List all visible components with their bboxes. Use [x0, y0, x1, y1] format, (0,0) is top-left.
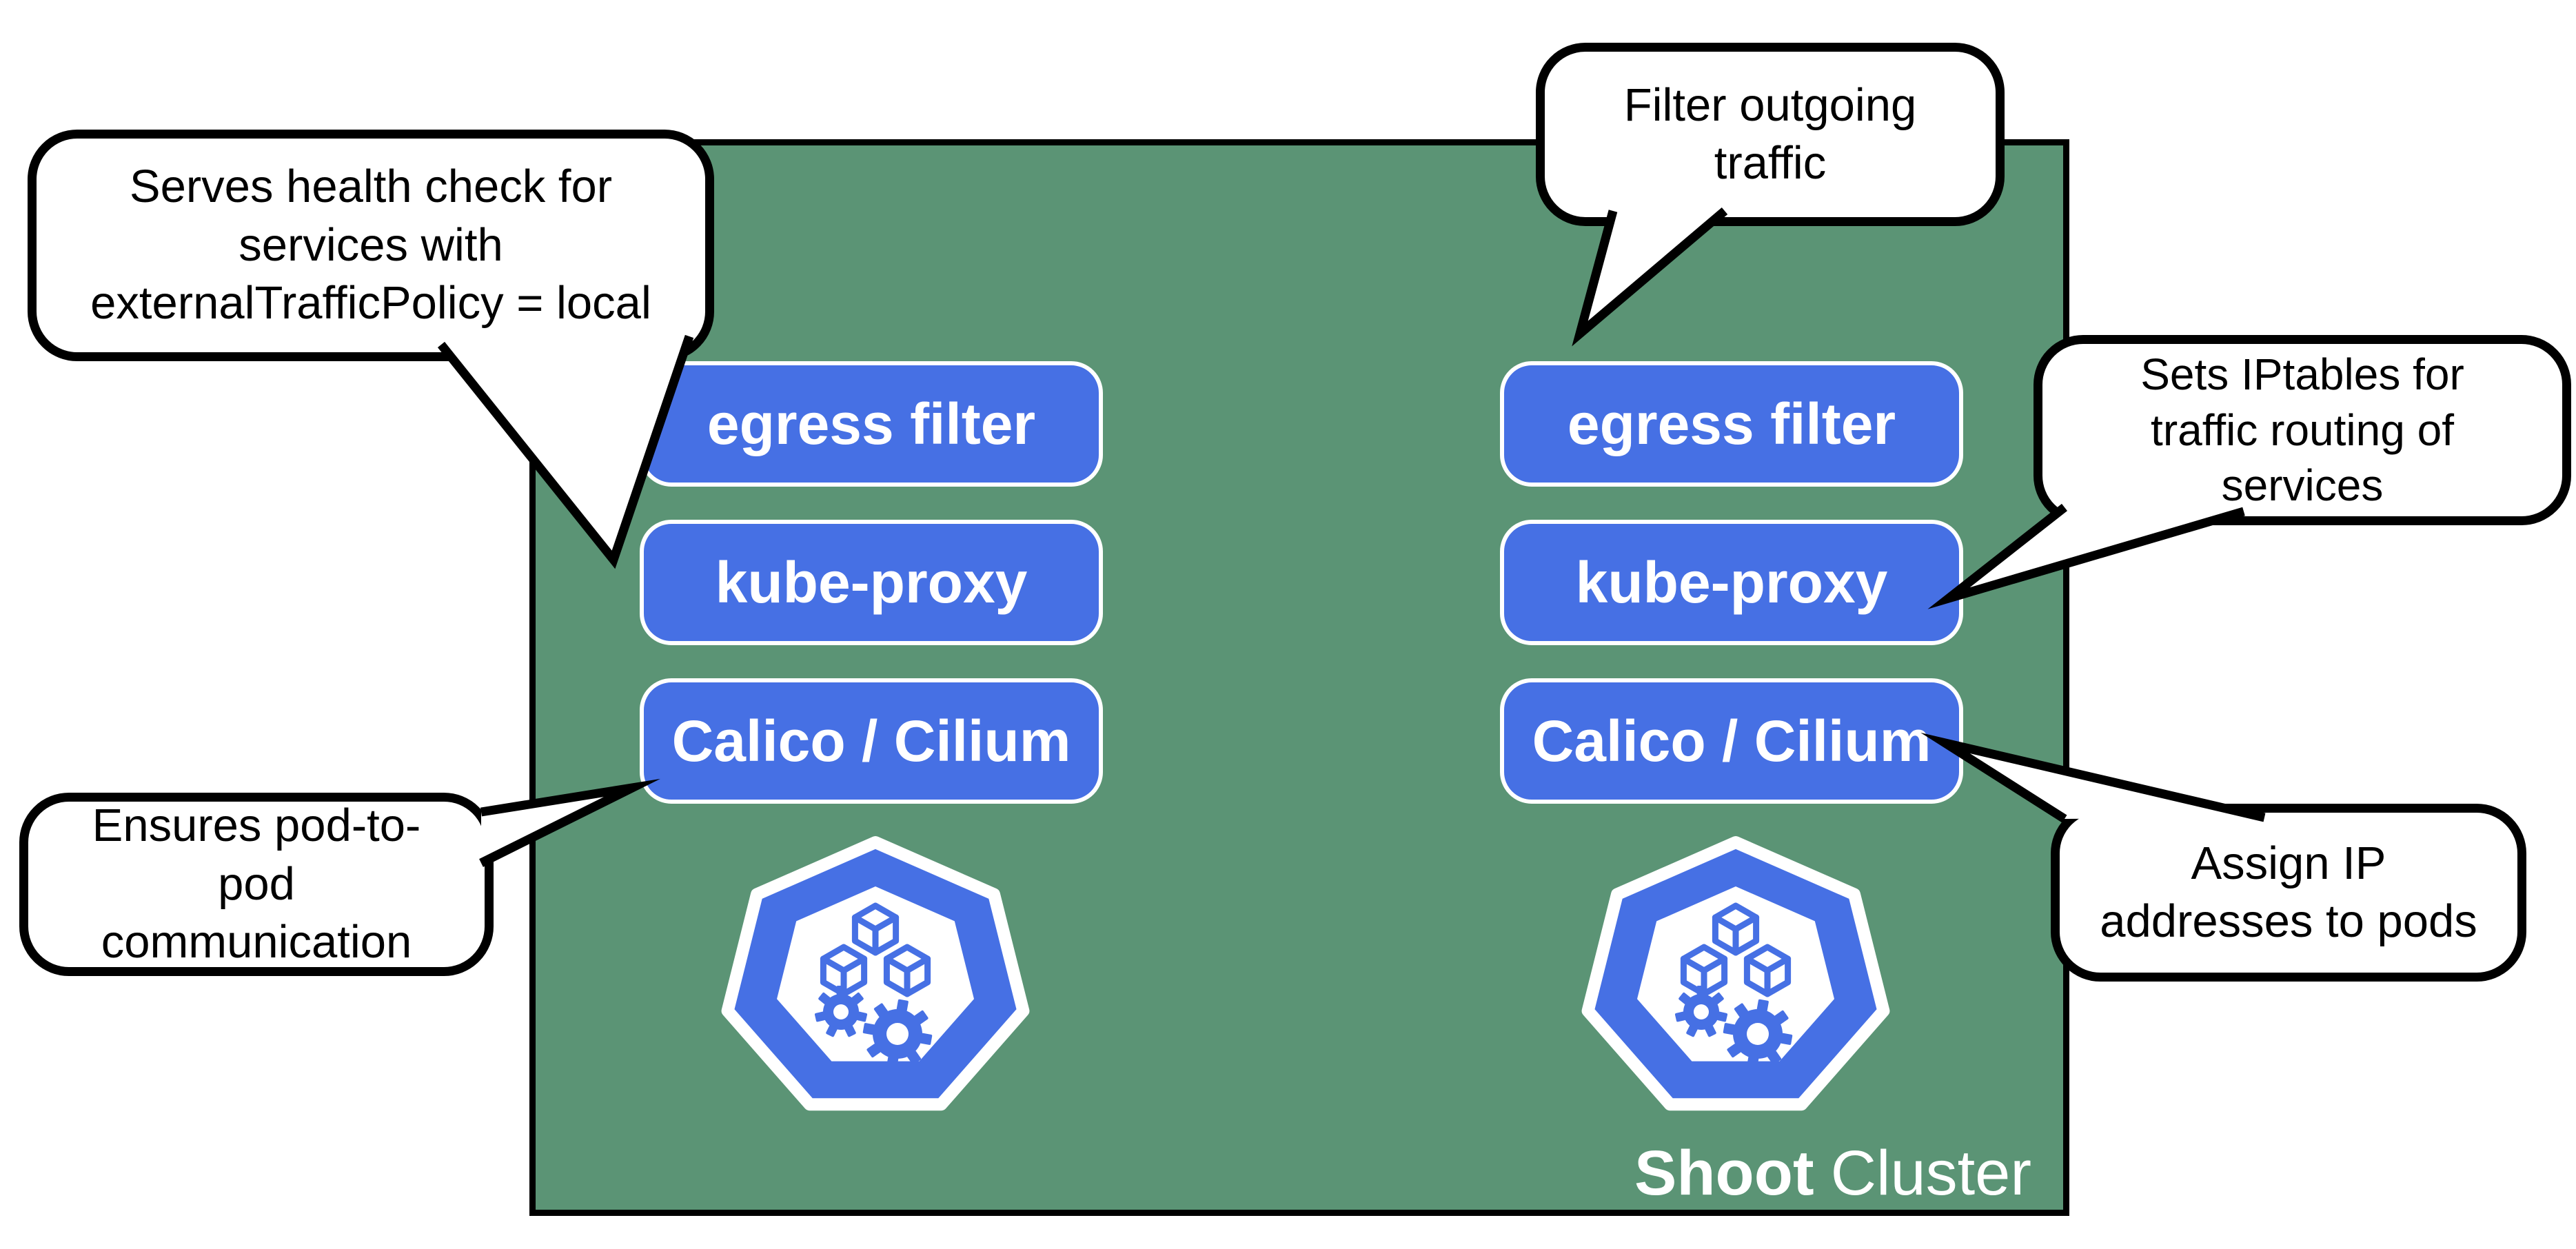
- component-label: Calico / Cilium: [1532, 708, 1931, 773]
- component-label: kube-proxy: [1575, 549, 1888, 615]
- callout-serves-health-check: Serves health check for services with ex…: [28, 130, 714, 361]
- callout-line: communication: [101, 916, 412, 968]
- callout-pod-to-pod: Ensures pod-to- pod communication: [19, 793, 494, 976]
- component-box-kube-proxy-node1: kube-proxy: [640, 520, 1103, 645]
- cluster-label-bold: Shoot: [1634, 1138, 1814, 1208]
- component-label: kube-proxy: [715, 549, 1028, 615]
- callout-line: Filter outgoing: [1623, 79, 1917, 131]
- callout-filter-outgoing-traffic: Filter outgoing traffic: [1536, 43, 2005, 226]
- component-label: egress filter: [1567, 391, 1896, 456]
- callout-line: Ensures pod-to-: [92, 800, 421, 852]
- callout-line: Sets IPtables for: [2140, 349, 2464, 400]
- callout-line: addresses to pods: [2100, 895, 2477, 947]
- kubernetes-node-icon: [713, 835, 1037, 1118]
- callout-line: Assign IP: [2191, 837, 2386, 889]
- component-box-calico-cilium-node2: Calico / Cilium: [1500, 678, 1963, 804]
- component-box-calico-cilium-node1: Calico / Cilium: [640, 678, 1103, 804]
- component-box-kube-proxy-node2: kube-proxy: [1500, 520, 1963, 645]
- callout-line: Serves health check for: [129, 161, 613, 213]
- callout-line: services: [2221, 460, 2384, 511]
- callout-line: traffic routing of: [2151, 405, 2454, 455]
- callout-line: traffic: [1714, 137, 1827, 189]
- cluster-label-regular: Cluster: [1830, 1138, 2031, 1208]
- kubernetes-node-icon: [1574, 835, 1898, 1118]
- callout-line: externalTrafficPolicy = local: [90, 277, 651, 329]
- callout-sets-iptables: Sets IPtables for traffic routing of ser…: [2034, 335, 2571, 525]
- component-box-egress-filter-node2: egress filter: [1500, 361, 1963, 487]
- component-label: Calico / Cilium: [671, 708, 1071, 773]
- component-box-egress-filter-node1: egress filter: [640, 361, 1103, 487]
- component-label: egress filter: [707, 391, 1036, 456]
- callout-line: services with: [239, 219, 503, 271]
- callout-line: pod: [218, 857, 295, 910]
- callout-assign-ip: Assign IP addresses to pods: [2051, 804, 2526, 982]
